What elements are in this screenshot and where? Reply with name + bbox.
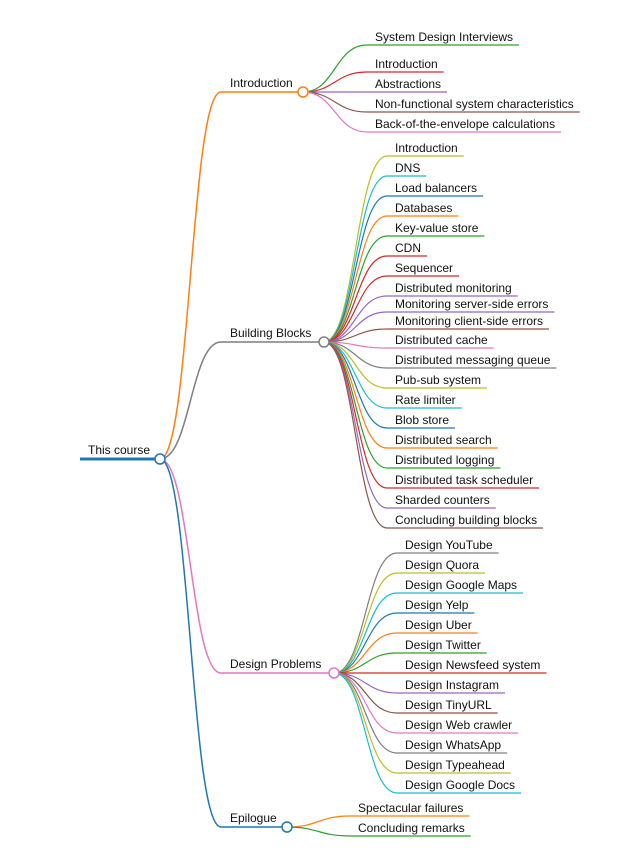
link-epilogue-to-concluding-remarks [286,826,351,837]
leaf-label-introduction: Introduction [395,141,458,155]
link-design-problems-to-design-youtube [333,552,398,674]
leaf-label-distributed-messaging-queue: Distributed messaging queue [395,353,551,367]
leaf-label-design-newsfeed-system: Design Newsfeed system [405,658,540,672]
leaf-label-design-instagram: Design Instagram [405,678,499,692]
link-design-problems-to-design-quora [333,572,398,674]
leaf-label-distributed-cache: Distributed cache [395,333,488,347]
leaf-label-concluding-remarks: Concluding remarks [358,821,465,835]
leaf-label-rate-limiter: Rate limiter [395,393,456,407]
link-root-to-introduction [159,91,222,460]
leaf-label-design-web-crawler: Design Web crawler [405,718,512,732]
leaf-label-design-uber: Design Uber [405,618,472,632]
leaf-label-monitoring-server-side-errors: Monitoring server-side errors [395,297,548,311]
root-label: This course [88,443,150,457]
leaf-label-design-typeahead: Design Typeahead [405,758,505,772]
branch-label-introduction: Introduction [230,76,293,90]
leaf-label-monitoring-client-side-errors: Monitoring client-side errors [395,314,543,328]
leaf-label-design-whatsapp: Design WhatsApp [405,738,501,752]
link-design-problems-to-design-tinyurl [333,672,398,714]
leaf-label-blob-store: Blob store [395,413,449,427]
leaf-label-distributed-logging: Distributed logging [395,453,494,467]
leaf-label-key-value-store: Key-value store [395,221,479,235]
link-building-blocks-to-cdn [323,255,388,343]
leaf-label-design-tinyurl: Design TinyURL [405,698,492,712]
link-building-blocks-to-load-balancers [323,195,388,343]
nodes-layer: System Design InterviewsIntroductionAbst… [88,30,574,835]
link-design-problems-to-design-typeahead [333,672,398,774]
branch-label-building-blocks: Building Blocks [230,326,311,340]
leaf-label-system-design-interviews: System Design Interviews [375,30,513,44]
leaf-label-cdn: CDN [395,241,421,255]
leaf-label-spectacular-failures: Spectacular failures [358,801,463,815]
leaf-label-design-twitter: Design Twitter [405,638,481,652]
leaf-label-distributed-monitoring: Distributed monitoring [395,281,512,295]
link-root-to-design-problems [159,458,222,674]
root-node-toggle[interactable] [154,453,166,465]
branch-node-design-problems-toggle[interactable] [328,667,340,679]
leaf-label-design-yelp: Design Yelp [405,598,469,612]
branch-label-epilogue: Epilogue [230,811,277,825]
branch-node-epilogue-toggle[interactable] [281,821,293,833]
branch-label-design-problems: Design Problems [230,657,321,671]
link-design-problems-to-design-whatsapp [333,672,398,754]
link-introduction-to-non-functional-system-characteristics [302,91,368,113]
leaf-label-sequencer: Sequencer [395,261,453,275]
leaf-label-design-quora: Design Quora [405,558,479,572]
link-building-blocks-to-databases [323,215,388,343]
link-building-blocks-to-sequencer [323,275,388,343]
link-root-to-epilogue [159,458,222,828]
leaf-label-load-balancers: Load balancers [395,181,477,195]
link-building-blocks-to-introduction [323,155,388,343]
link-building-blocks-to-concluding-building-blocks [323,341,388,529]
leaf-label-dns: DNS [395,161,420,175]
link-design-problems-to-design-google-docs [333,672,398,794]
link-introduction-to-system-design-interviews [302,44,368,93]
leaf-label-abstractions: Abstractions [375,77,441,91]
link-building-blocks-to-distributed-task-scheduler [323,341,388,489]
link-introduction-to-back-of-the-envelope-calculations [302,91,368,133]
links-layer [80,44,580,837]
link-root-to-building-blocks [159,341,222,460]
link-design-problems-to-design-uber [333,632,398,674]
link-building-blocks-to-rate-limiter [323,341,388,409]
branch-node-introduction-toggle[interactable] [297,86,309,98]
leaf-label-design-youtube: Design YouTube [405,538,493,552]
branch-node-building-blocks-toggle[interactable] [318,336,330,348]
leaf-label-databases: Databases [395,201,452,215]
leaf-label-pub-sub-system: Pub-sub system [395,373,481,387]
link-design-problems-to-design-google-maps [333,592,398,674]
leaf-label-introduction: Introduction [375,57,438,71]
leaf-label-back-of-the-envelope-calculations: Back-of-the-envelope calculations [375,117,555,131]
leaf-label-concluding-building-blocks: Concluding building blocks [395,513,537,527]
link-building-blocks-to-key-value-store [323,235,388,343]
leaf-label-design-google-maps: Design Google Maps [405,578,517,592]
link-epilogue-to-spectacular-failures [286,815,351,828]
link-building-blocks-to-distributed-monitoring [323,295,388,343]
leaf-label-non-functional-system-characteristics: Non-functional system characteristics [375,97,574,111]
leaf-label-distributed-task-scheduler: Distributed task scheduler [395,473,533,487]
leaf-label-sharded-counters: Sharded counters [395,493,490,507]
leaf-label-distributed-search: Distributed search [395,433,492,447]
link-introduction-to-introduction [302,71,368,93]
link-design-problems-to-design-yelp [333,612,398,674]
leaf-label-design-google-docs: Design Google Docs [405,778,515,792]
